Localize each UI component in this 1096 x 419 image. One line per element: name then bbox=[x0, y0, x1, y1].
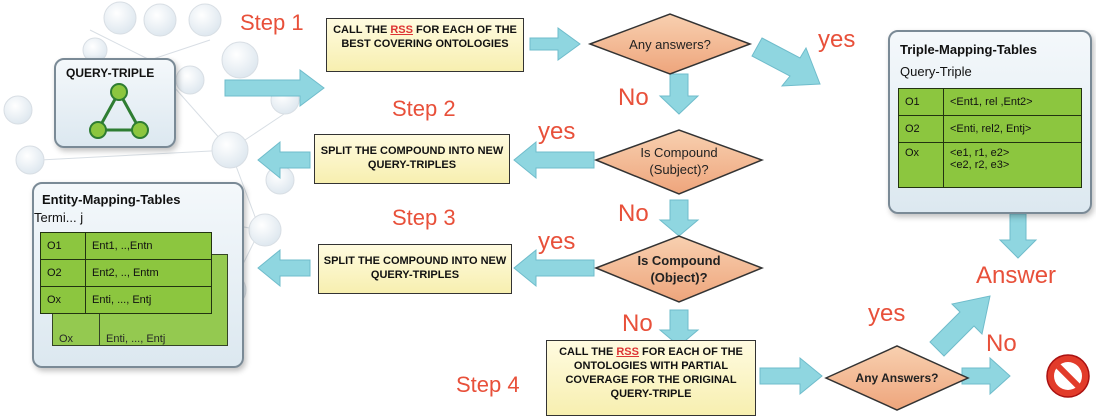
rss-link-text: RSS bbox=[390, 24, 413, 36]
table-cell: <Ent1, rel ,Ent2> bbox=[943, 88, 1082, 116]
table-row: Ox<e1, r1, e2> <e2, r2, e3> bbox=[898, 142, 1082, 188]
edge-yes-1: yes bbox=[818, 26, 856, 53]
step-1-label: Step 1 bbox=[240, 10, 304, 35]
entity-mapping-subtitle: Termi... j bbox=[34, 210, 84, 225]
edge-no-4: No bbox=[986, 330, 1017, 357]
triple-mapping-table: O1<Ent1, rel ,Ent2> O2<Enti, rel2, Entj>… bbox=[898, 88, 1082, 188]
entity-mapping-title: Entity-Mapping-Tables bbox=[42, 192, 181, 207]
decision-any-answers: Any answers? bbox=[629, 37, 711, 52]
triangle-graph-icon bbox=[89, 83, 149, 139]
step-4-label: Step 4 bbox=[456, 372, 520, 397]
triple-mapping-title: Triple-Mapping-Tables bbox=[900, 42, 1037, 57]
decision-any-answers-2: Any Answers? bbox=[855, 371, 939, 385]
step-2-label: Step 2 bbox=[392, 96, 456, 121]
box-text-pre: CALL THE bbox=[333, 24, 391, 36]
table-cell: <Enti, rel2, Entj> bbox=[943, 115, 1082, 143]
no-entry-icon bbox=[1046, 354, 1090, 398]
call-rss-best-covering-box: CALL THE RSS FOR EACH OF THE BEST COVERI… bbox=[326, 18, 524, 72]
table-cell: Enti, ..., Entj bbox=[85, 286, 212, 314]
table-cell: O2 bbox=[40, 259, 86, 287]
decision-compound-object: Is Compound (Object)? bbox=[637, 253, 721, 285]
decision-diamonds bbox=[587, 13, 970, 411]
table-cell: O1 bbox=[898, 88, 944, 116]
query-triple-title: QUERY-TRIPLE bbox=[66, 66, 155, 80]
edge-no-1: No bbox=[618, 84, 649, 111]
table-cell: Ox bbox=[40, 286, 86, 314]
table-cell: Ent2, .., Entm bbox=[85, 259, 212, 287]
table-cell: Ox bbox=[898, 142, 944, 188]
split-compound-object-box: SPLIT THE COMPOUND INTO NEW QUERY-TRIPLE… bbox=[318, 244, 512, 294]
step-3-label: Step 3 bbox=[392, 205, 456, 230]
triple-mapping-subtitle: Query-Triple bbox=[900, 64, 972, 79]
edge-yes-2: yes bbox=[538, 118, 576, 145]
box-text-pre: CALL THE bbox=[559, 346, 617, 358]
table-cell: <e1, r1, e2> <e2, r2, e3> bbox=[943, 142, 1082, 188]
edge-yes-3: yes bbox=[538, 228, 576, 255]
table-row: O2<Enti, rel2, Entj> bbox=[898, 115, 1082, 143]
table-row: O1<Ent1, rel ,Ent2> bbox=[898, 88, 1082, 116]
query-triple-panel: QUERY-TRIPLE bbox=[54, 58, 176, 148]
edge-no-3: No bbox=[622, 310, 653, 337]
answer-label: Answer bbox=[976, 262, 1057, 289]
table-cell: O1 bbox=[40, 232, 86, 260]
box-text-post: FOR EACH OF THE BEST COVERING ONTOLOGIES bbox=[341, 24, 517, 50]
edge-yes-4: yes bbox=[868, 300, 906, 327]
table-cell: O2 bbox=[898, 115, 944, 143]
triple-mapping-panel: Triple-Mapping-Tables Query-Triple O1<En… bbox=[888, 30, 1092, 214]
edge-no-2: No bbox=[618, 200, 649, 227]
decision-compound-subject: Is Compound (Subject)? bbox=[640, 145, 718, 177]
table-cell: Ent1, ..,Entn bbox=[85, 232, 212, 260]
split-compound-subject-box: SPLIT THE COMPOUND INTO NEW QUERY-TRIPLE… bbox=[314, 134, 510, 184]
call-rss-partial-coverage-box: CALL THE RSS FOR EACH OF THE ONTOLOGIES … bbox=[546, 340, 756, 416]
rss-link-text: RSS bbox=[616, 346, 639, 358]
box-text-post: FOR EACH OF THE ONTOLOGIES WITH PARTIAL … bbox=[565, 346, 743, 400]
flow-arrows bbox=[224, 27, 1038, 396]
